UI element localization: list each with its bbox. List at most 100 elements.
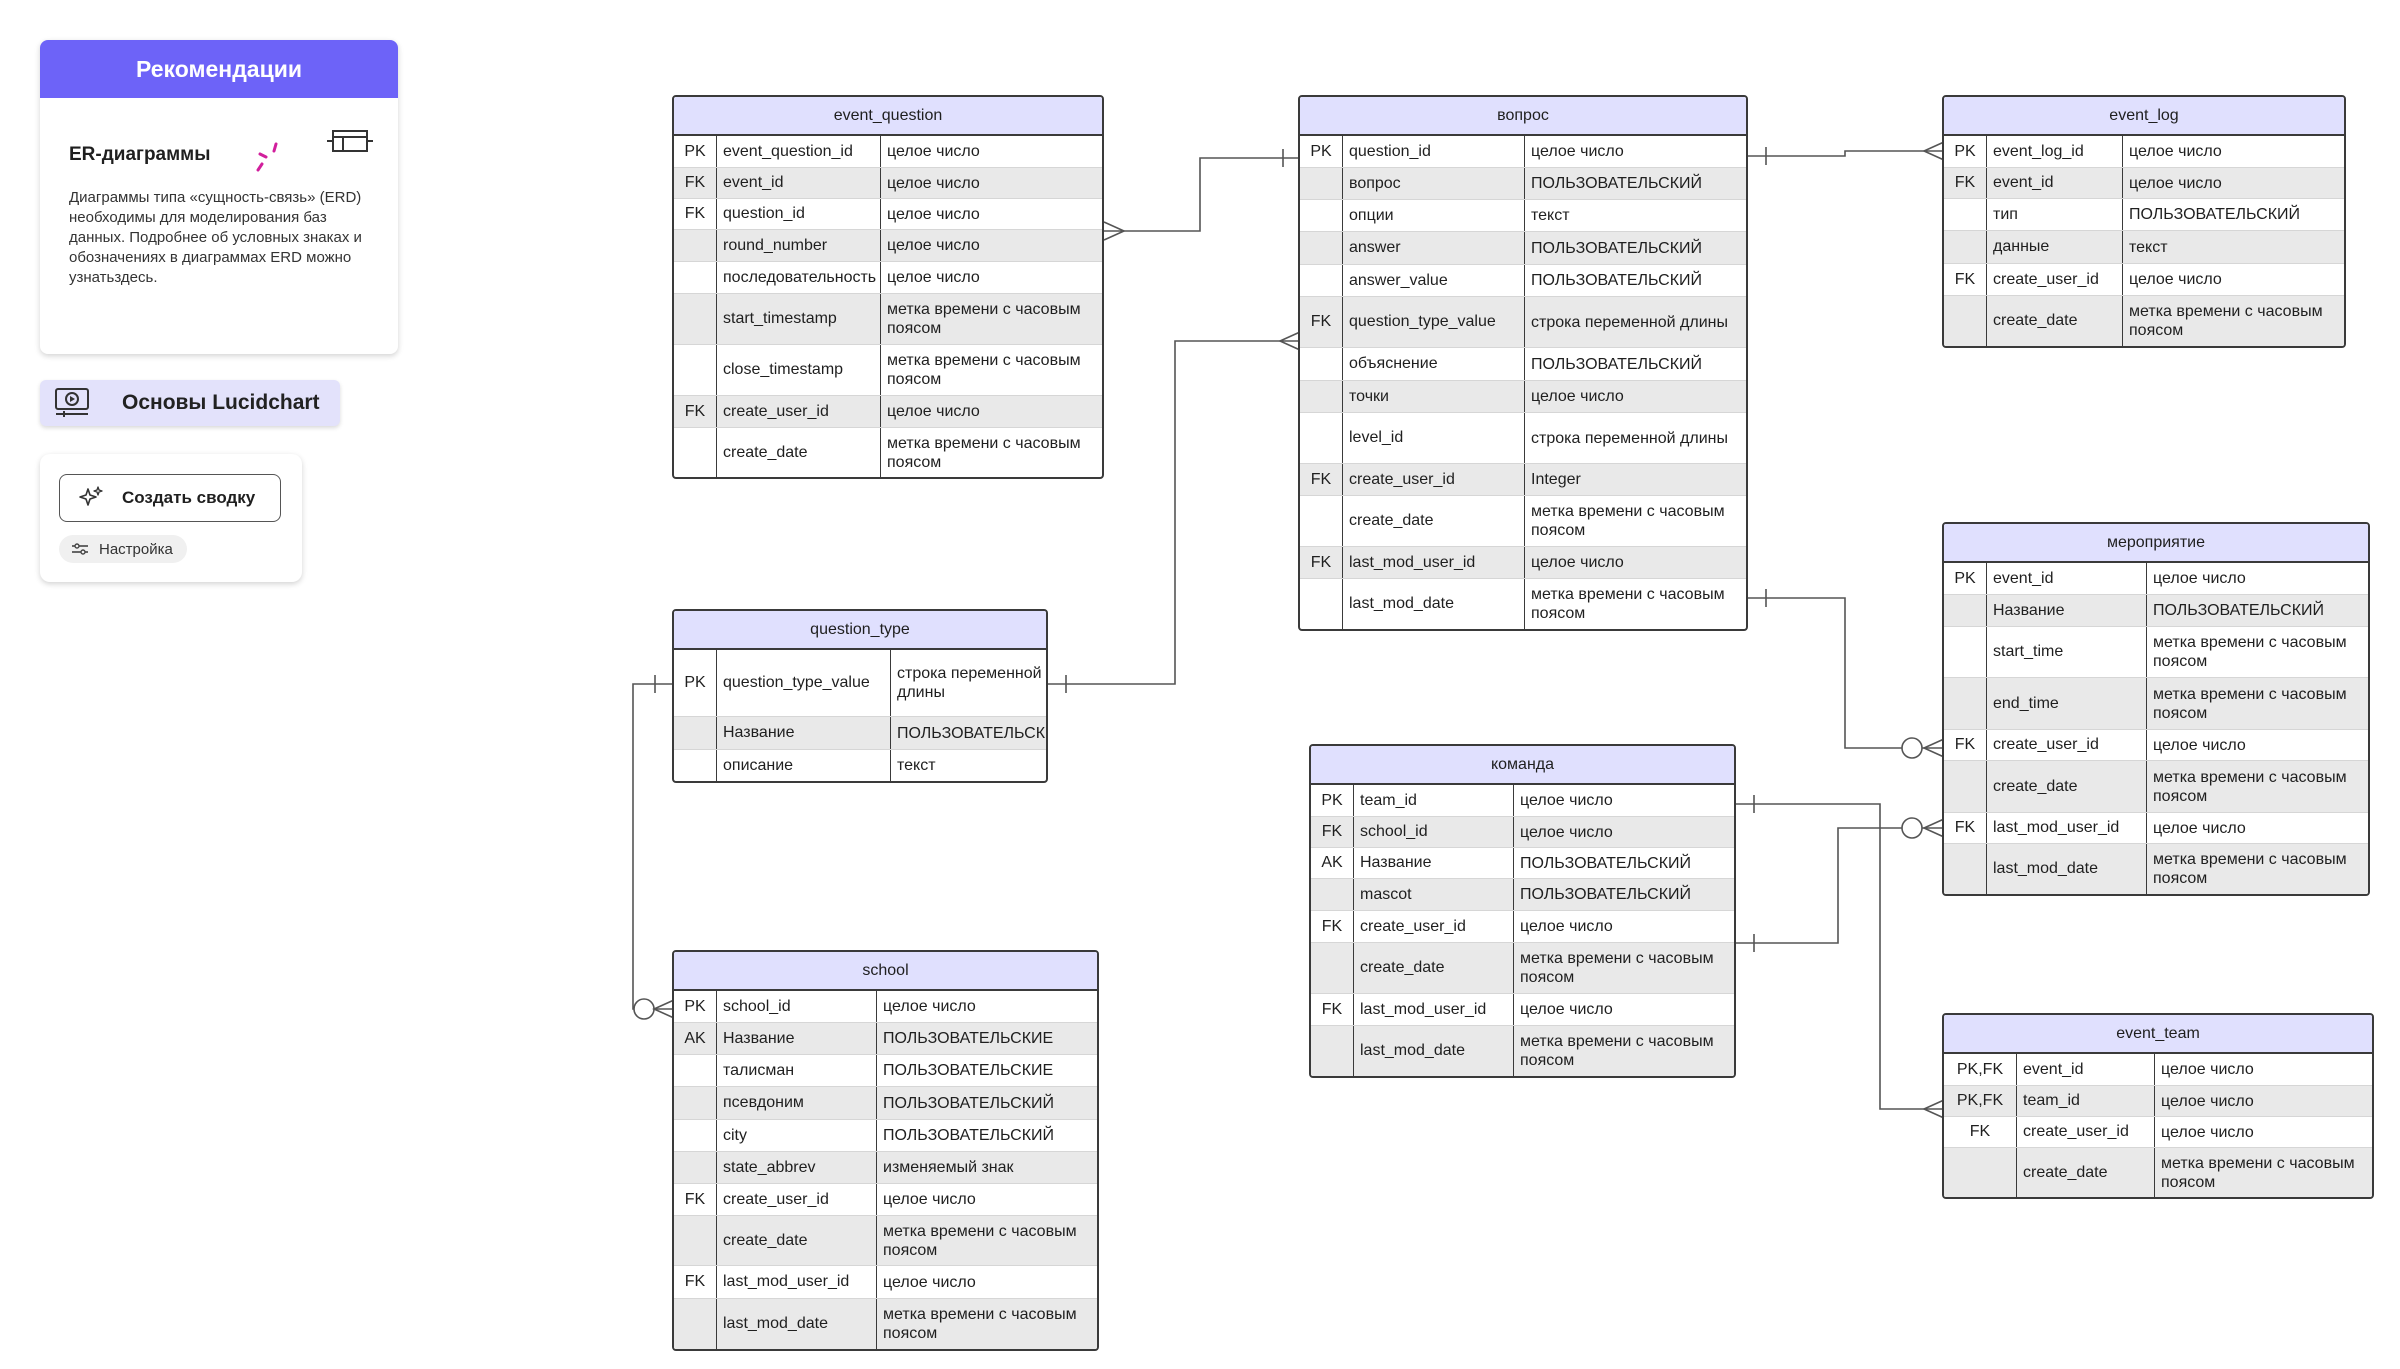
er-field-type: целое число (887, 403, 980, 420)
er-table-title[interactable]: event_log (1944, 97, 2344, 136)
er-table-title[interactable]: question_type (674, 611, 1046, 650)
er-field-name: last_mod_user_id (1987, 813, 2147, 843)
er-field-type: ПОЛЬЗОВАТЕЛЬСКИЙ (1531, 239, 1703, 257)
er-field-type: метка времени с часовым поясом (1520, 950, 1714, 986)
er-table-title[interactable]: school (674, 952, 1097, 991)
er-table-title[interactable]: команда (1311, 746, 1734, 785)
er-table-title[interactable]: мероприятие (1944, 524, 2368, 563)
crowfoot-marker (1922, 1099, 1945, 1119)
er-field-name: last_mod_user_id (1354, 994, 1514, 1025)
er-key-cell (1300, 200, 1343, 231)
er-field-name: team_id (1354, 785, 1514, 816)
er-field-name: create_user_id (717, 396, 881, 427)
er-field-name: question_type_value (1343, 297, 1525, 347)
settings-chip[interactable]: Настройка (59, 535, 187, 563)
er-field-name: create_date (2017, 1148, 2155, 1197)
er-table-title[interactable]: event_team (1944, 1015, 2372, 1054)
er-field-name: event_id (2017, 1054, 2155, 1085)
er-table-title[interactable]: вопрос (1300, 97, 1746, 136)
er-field-name: event_question_id (717, 136, 881, 167)
er-table-title[interactable]: event_question (674, 97, 1102, 136)
create-summary-button[interactable]: Создать сводку (59, 474, 281, 522)
lucidchart-basics-button[interactable]: Основы Lucidchart (40, 380, 340, 426)
er-field-type: целое число (1520, 823, 1613, 841)
recommendations-header[interactable]: Рекомендации (40, 40, 398, 98)
crowfoot-marker (1922, 818, 1945, 838)
er-field-type: целое число (887, 237, 980, 254)
er-field-name: school_id (1354, 817, 1514, 847)
